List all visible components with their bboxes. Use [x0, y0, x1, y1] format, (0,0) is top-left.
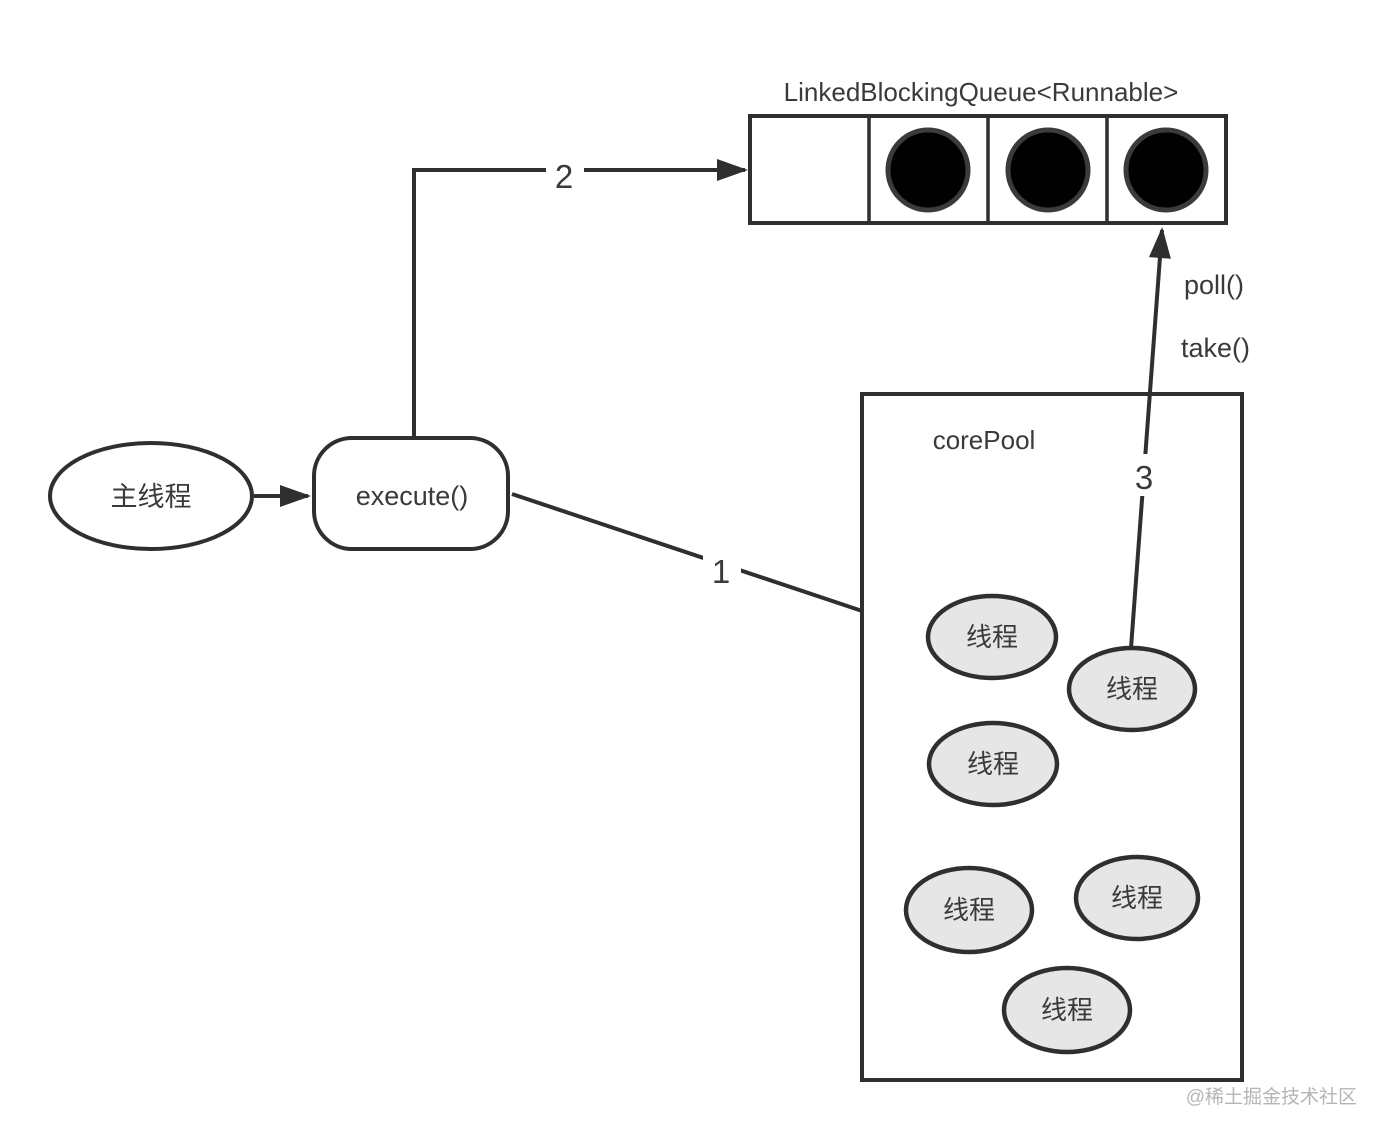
main-thread-ellipse	[48, 441, 254, 551]
task-circle	[1123, 127, 1209, 213]
thread-ellipse: 线程	[903, 865, 1035, 955]
main-thread-label: 主线程	[111, 482, 192, 512]
execute-box	[312, 436, 510, 551]
thread-label: 线程	[966, 622, 1018, 652]
watermark: @稀土掘金技术社区	[1186, 1086, 1357, 1108]
arrow-step3	[1129, 227, 1171, 649]
arrow-step2	[412, 159, 748, 440]
core-pool-title: corePool	[933, 425, 1036, 455]
task-circle	[1005, 127, 1091, 213]
take-label: take()	[1181, 333, 1250, 363]
thread-label: 线程	[967, 749, 1019, 779]
thread-ellipse: 线程	[1066, 645, 1198, 733]
step2-label: 2	[555, 158, 573, 195]
thread-label: 线程	[1111, 883, 1163, 913]
thread-ellipse: 线程	[925, 593, 1059, 681]
queue-title: LinkedBlockingQueue<Runnable>	[784, 77, 1179, 107]
thread-ellipse: 线程	[1073, 854, 1201, 942]
thread-label: 线程	[943, 895, 995, 925]
core-pool-box	[860, 392, 1244, 1082]
thread-label: 线程	[1041, 995, 1093, 1025]
blocking-queue	[748, 114, 1228, 225]
poll-label: poll()	[1184, 270, 1244, 300]
step3-label: 3	[1135, 459, 1153, 496]
thread-label: 线程	[1106, 674, 1158, 704]
thread-ellipse: 线程	[926, 720, 1060, 808]
step1-label-bg	[703, 548, 741, 590]
step2-label-bg	[546, 152, 584, 194]
task-circle	[885, 127, 971, 213]
step1-label: 1	[712, 553, 730, 590]
step3-label-bg	[1126, 454, 1162, 496]
thread-ellipse: 线程	[1001, 965, 1133, 1055]
execute-label: execute()	[356, 481, 469, 511]
